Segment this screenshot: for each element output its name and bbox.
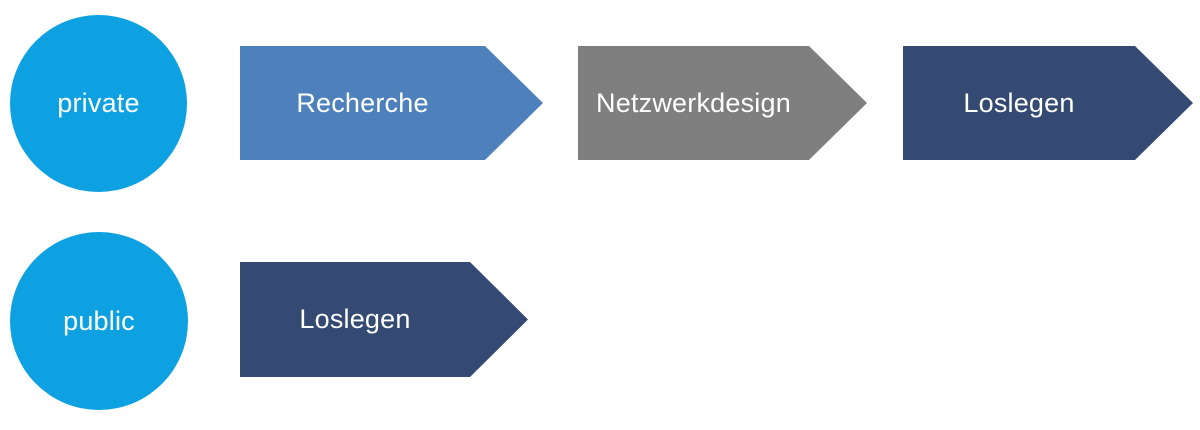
stage-circle-label: private [57,88,140,118]
stage-circle-private: private [10,15,187,192]
stage-circle-public: public [10,232,188,410]
process-arrow-label: Netzwerkdesign [596,87,791,118]
process-arrow-label: Recherche [296,87,429,118]
process-arrow-private-1: Recherche [240,46,543,160]
process-arrow-private-3: Loslegen [903,46,1193,160]
stage-circle-label: public [63,305,135,336]
process-arrow-label: Loslegen [963,87,1075,118]
process-arrow-label: Loslegen [299,304,411,334]
process-arrow-private-2: Netzwerkdesign [578,46,867,160]
process-arrow-public-1: Loslegen [240,262,528,377]
